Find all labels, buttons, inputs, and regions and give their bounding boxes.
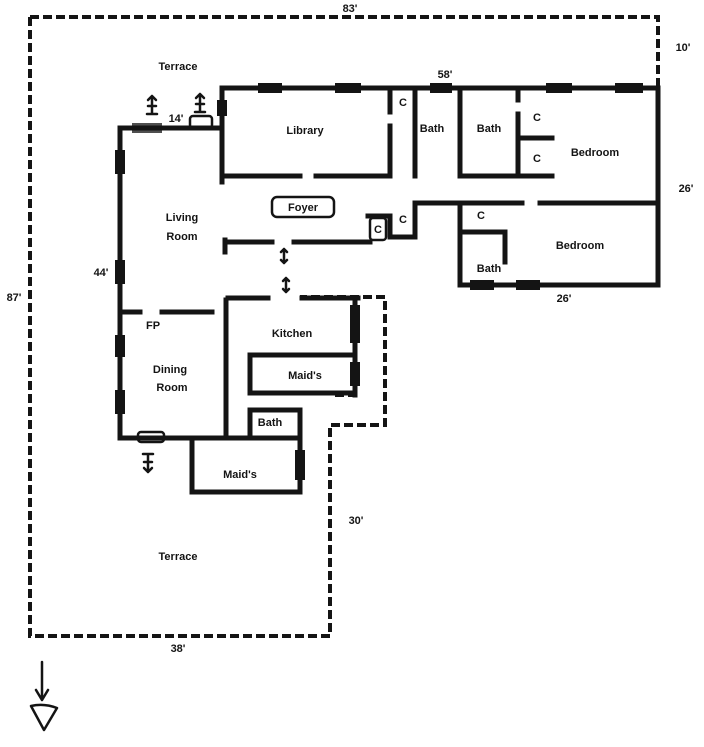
dimension-bedroom-wing-bottom: 26' [557,293,572,305]
label-foyer-closet-1: C [399,214,407,226]
window [132,123,162,133]
label-maids-room-1: Maid's [288,370,322,382]
window [115,335,125,357]
dimension-east-side: 26' [679,183,694,195]
label-foyer-closet-2: C [374,224,382,236]
window-box [188,114,214,130]
north-arrow-icon [29,660,59,732]
label-dining-room-line-2: Room [156,382,187,394]
dimension-labels: 83' 10' 58' 14' 26' 87' 44' 26' 30' 38' [7,3,694,655]
label-terrace-north: Terrace [159,61,198,73]
dimension-west-side: 87' [7,292,22,304]
label-library: Library [286,125,324,137]
label-living-room-line-2: Room [166,231,197,243]
window [615,83,643,93]
dimension-living-west: 44' [94,267,109,279]
label-library-closet: C [399,97,407,109]
window [115,390,125,414]
window-box [136,430,166,444]
windows [115,83,643,480]
dimension-top-right: 10' [676,42,691,54]
window [115,150,125,174]
foyer-closet-box [368,216,388,242]
stair-arrow-icon [281,276,291,294]
dimension-living-top: 14' [169,113,184,125]
steps-icon [193,92,207,114]
wall-lower-bath [457,229,508,265]
window [430,83,452,93]
label-kitchen: Kitchen [272,328,313,340]
label-bath-2: Bath [477,123,502,135]
terrace-boundary [28,15,660,638]
label-fireplace: FP [146,320,160,332]
label-bath-3: Bath [477,263,502,275]
boundary-north [30,15,660,90]
label-foyer: Foyer [288,202,319,214]
dimension-service-wing: 30' [349,515,364,527]
window [115,260,125,284]
label-bedroom-closet-1: C [533,112,541,124]
room-labels: Terrace Library C Bath Bath C C Bedroom … [146,61,619,563]
label-terrace-south: Terrace [159,551,198,563]
window [470,280,494,290]
label-bath-1: Bath [420,123,445,135]
steps-icon [141,452,155,474]
stair-arrow-icon [279,247,289,265]
label-bedroom-2: Bedroom [556,240,605,252]
window [335,83,361,93]
window [546,83,572,93]
window [350,305,360,343]
window [258,83,282,93]
label-bath-4: Bath [258,417,283,429]
label-bedroom-closet-2: C [533,153,541,165]
dimension-north-wall: 58' [438,69,453,81]
label-dining-room-line-1: Dining [153,364,187,376]
label-bedroom-1: Bedroom [571,147,620,159]
window [295,450,305,480]
window [217,100,227,116]
dimension-top: 83' [343,3,358,15]
wall-foyer-closet [365,200,418,240]
dimension-bottom: 38' [171,643,186,655]
window [350,362,360,386]
label-maids-room-2: Maid's [223,469,257,481]
foyer-label-box [270,195,336,219]
steps-icon [145,94,159,116]
label-bedroom-2-closet: C [477,210,485,222]
window [516,280,540,290]
label-living-room-line-1: Living [166,212,198,224]
boundary-west-south [28,17,387,638]
